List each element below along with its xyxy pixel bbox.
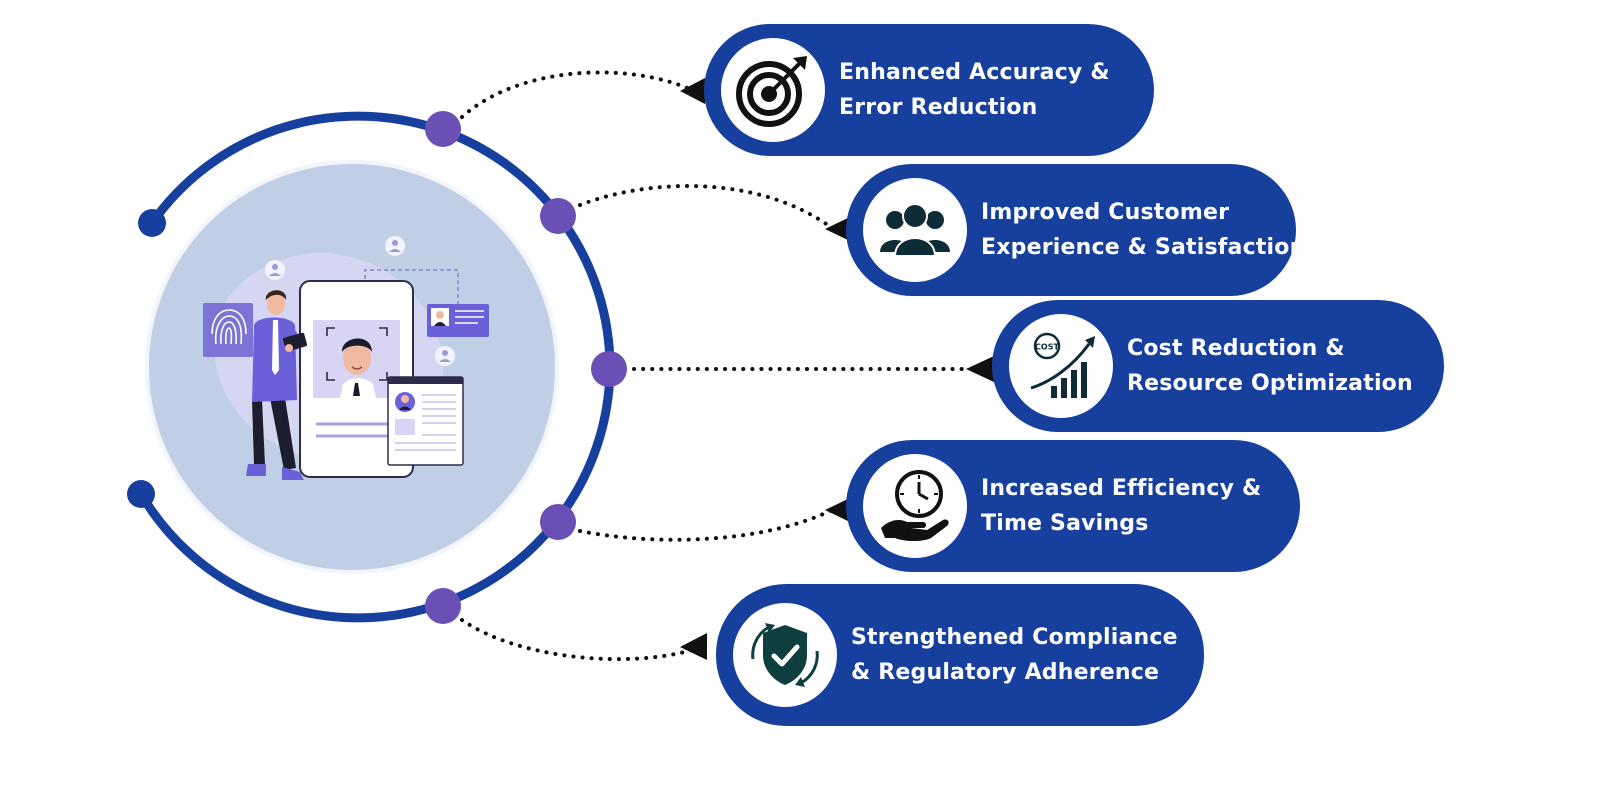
icon-holder [721,38,825,142]
icon-holder [863,178,967,282]
ring-node-3 [591,351,627,387]
benefit-label: Enhanced Accuracy & Error Reduction [839,55,1110,125]
fingerprint-icon [203,303,253,357]
profile-window [387,376,464,466]
connector-1 [460,70,694,119]
benefit-label-line2: Resource Optimization [1127,371,1413,396]
icon-holder [733,603,837,707]
benefit-card-efficiency: Increased Efficiency & Time Savings [846,440,1300,572]
icon-holder: COST [1009,314,1113,418]
ring-end-dot-top [138,209,166,237]
ring-end-dot-bottom [127,480,155,508]
target-icon [736,56,807,127]
benefit-label-line1: Improved Customer [981,200,1230,225]
benefit-label-line2: Error Reduction [839,95,1038,120]
benefit-card-customer: Improved Customer Experience & Satisfact… [846,164,1305,296]
cost-chart-icon: COST [1030,332,1095,398]
arrowhead-1 [680,78,705,104]
ring-node-2 [540,198,576,234]
benefit-card-cost: COST Cost Reduction & Resource Optimizat… [992,300,1444,432]
user-badge-icon [265,236,455,366]
connector-5 [460,618,694,662]
face-avatar [340,338,376,398]
man-figure [246,290,307,480]
benefit-label-line1: Enhanced Accuracy & [839,60,1110,85]
benefit-label: Cost Reduction & Resource Optimization [1127,331,1413,401]
id-card [427,304,489,337]
clock-hand-icon [881,470,949,541]
identity-verification-illustration [203,236,489,480]
arrowhead-2 [825,216,852,242]
benefit-label-line2: Experience & Satisfaction [981,235,1306,260]
ring-node-1 [425,111,461,147]
ring-node-4 [540,504,576,540]
arrowhead-3 [966,356,994,382]
ring-arc-lower [136,364,615,623]
ring-node-5 [425,588,461,624]
benefit-label: Improved Customer Experience & Satisfact… [981,195,1305,265]
cost-badge-text: COST [1035,343,1059,352]
benefit-label-line1: Cost Reduction & [1127,336,1345,361]
arrowhead-4 [825,497,852,523]
benefit-label: Increased Efficiency & Time Savings [981,471,1261,541]
benefit-label-line2: & Regulatory Adherence [851,660,1160,685]
connector-2 [578,184,834,230]
benefit-label-line1: Strengthened Compliance [851,625,1178,650]
benefit-card-accuracy: Enhanced Accuracy & Error Reduction [704,24,1154,156]
group-icon [880,203,950,257]
benefit-label-line2: Time Savings [981,511,1149,536]
arrowhead-5 [680,633,707,660]
benefit-label: Strengthened Compliance & Regulatory Adh… [851,620,1178,690]
connector-4 [578,508,834,542]
benefit-card-compliance: Strengthened Compliance & Regulatory Adh… [716,584,1204,726]
icon-holder [863,454,967,558]
benefit-label-line1: Increased Efficiency & [981,476,1262,501]
shield-check-icon [751,623,819,687]
